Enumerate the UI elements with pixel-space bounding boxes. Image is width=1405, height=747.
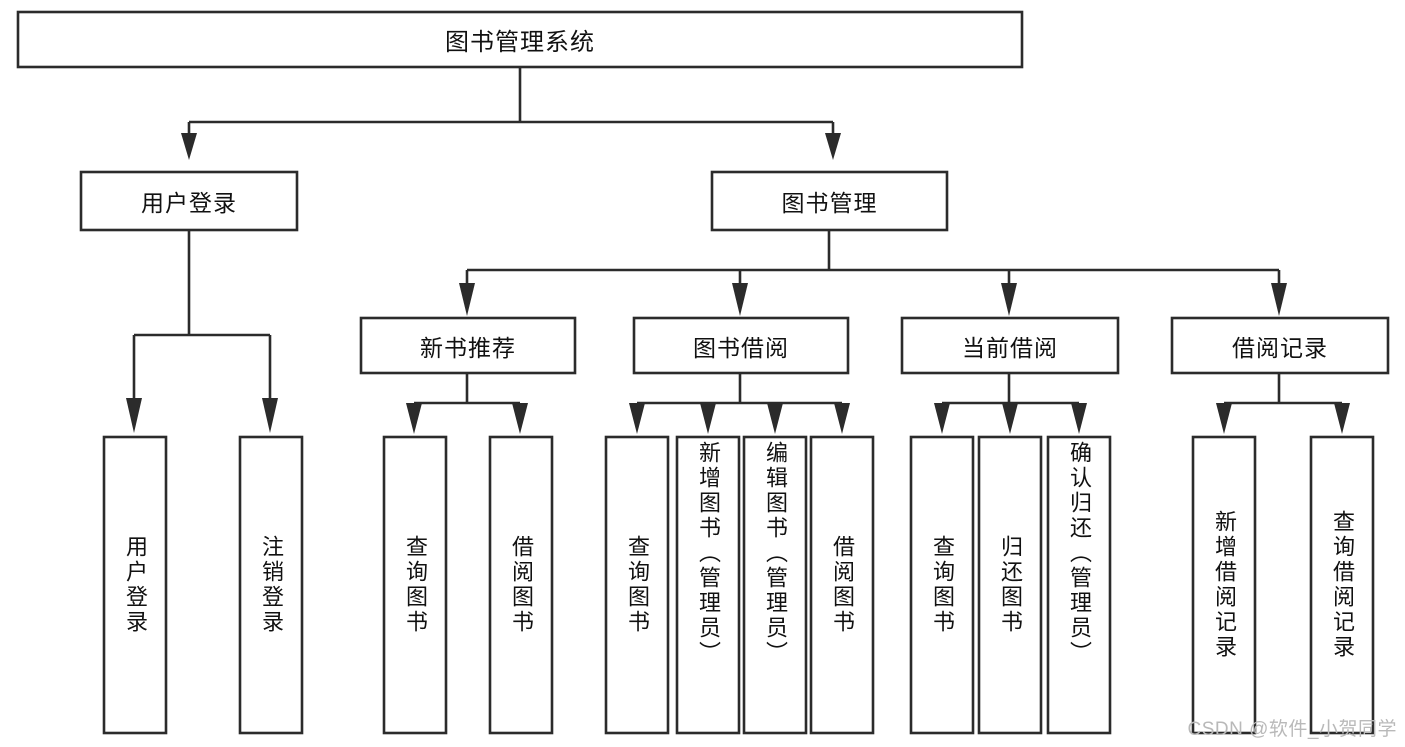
node-root-box[interactable] — [16, 10, 1024, 69]
node-book-manage-box[interactable] — [710, 170, 949, 232]
arrow-head-leaf-bo-0 — [629, 403, 645, 434]
arrow-head-to-borrow — [732, 283, 748, 316]
node-records-box[interactable] — [1170, 316, 1390, 375]
leaf-box-records-1[interactable] — [1309, 435, 1375, 735]
arrow-head-leaf-cu-1 — [1002, 403, 1018, 434]
arrow-head-leaf-user-login-0 — [126, 398, 142, 433]
leaf-box-records-0[interactable] — [1191, 435, 1257, 735]
arrow-head-leaf-bo-3 — [834, 403, 850, 434]
leaf-box-new-books-0[interactable] — [382, 435, 448, 735]
arrow-head-to-current — [1001, 283, 1017, 316]
arrow-head-leaf-bo-2 — [767, 403, 783, 434]
node-user-login-box[interactable] — [79, 170, 299, 232]
arrow-head-leaf-user-login-1 — [262, 398, 278, 433]
arrow-head-leaf-cu-0 — [934, 403, 950, 434]
arrow-head-leaf-re-1 — [1334, 403, 1350, 434]
arrow-head-leaf-re-0 — [1216, 403, 1232, 434]
arrow-head-leaf-nb-0 — [406, 403, 422, 434]
arrow-head-leaf-cu-2 — [1071, 403, 1087, 434]
leaf-box-current-0[interactable] — [909, 435, 975, 735]
leaf-box-borrow-0[interactable] — [604, 435, 670, 735]
leaf-box-user-login-1[interactable] — [238, 435, 304, 735]
arrow-head-to-user-login — [181, 133, 197, 160]
node-borrow-box[interactable] — [632, 316, 850, 375]
leaf-box-user-login-0[interactable] — [102, 435, 168, 735]
leaf-box-borrow-3[interactable] — [809, 435, 875, 735]
leaf-box-borrow-1[interactable] — [675, 435, 741, 735]
leaf-box-new-books-1[interactable] — [488, 435, 554, 735]
arrow-head-to-new-books — [459, 283, 475, 316]
arrow-head-to-book-manage — [825, 133, 841, 160]
leaf-box-borrow-2[interactable] — [742, 435, 808, 735]
node-new-books-box[interactable] — [359, 316, 577, 375]
node-current-box[interactable] — [900, 316, 1120, 375]
arrow-head-to-records — [1271, 283, 1287, 316]
arrow-head-leaf-nb-1 — [512, 403, 528, 434]
leaf-box-current-1[interactable] — [977, 435, 1043, 735]
leaf-box-current-2[interactable] — [1046, 435, 1112, 735]
arrow-head-leaf-bo-1 — [700, 403, 716, 434]
